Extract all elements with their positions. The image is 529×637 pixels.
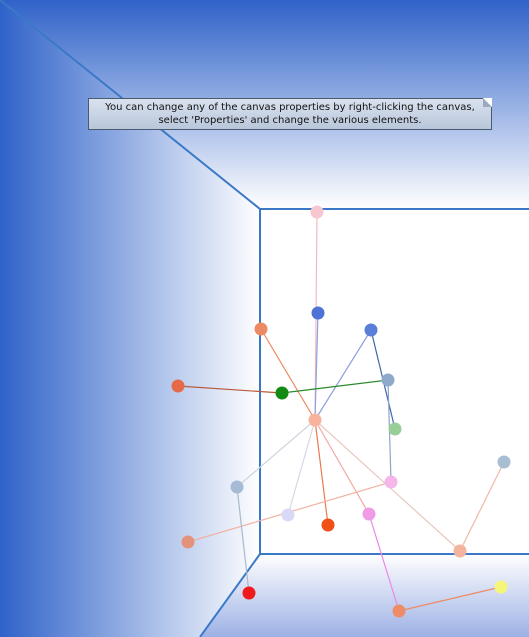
node-n-magenta-light[interactable]: [362, 507, 376, 521]
node-n-orange-2[interactable]: [321, 518, 335, 532]
edge-n-orange-1-n-hub-salmon: [260, 328, 316, 421]
node-n-lavender[interactable]: [281, 508, 295, 522]
edge-n-hub-salmon-n-steel: [236, 419, 316, 488]
node-n-blue-1[interactable]: [311, 306, 325, 320]
node-n-blue-2[interactable]: [364, 323, 378, 337]
edge-n-magenta-light-n-coral: [368, 513, 400, 612]
node-n-peach[interactable]: [453, 544, 467, 558]
edge-n-steel-n-red: [236, 486, 250, 594]
node-n-grey-blue[interactable]: [381, 373, 395, 387]
edge-n-coral-n-yellow: [398, 586, 502, 612]
node-n-yellow[interactable]: [494, 580, 508, 594]
room-left-wall: [0, 0, 260, 637]
edge-n-hub-salmon-n-lavender: [287, 419, 316, 516]
callout-line-1: You can change any of the canvas propert…: [105, 102, 475, 113]
node-n-hub-salmon[interactable]: [308, 413, 322, 427]
node-n-pink-light[interactable]: [384, 475, 398, 489]
node-n-steel[interactable]: [230, 480, 244, 494]
room-back-wall: [260, 209, 529, 554]
edge-n-hub-salmon-n-magenta-light: [314, 419, 370, 515]
properties-callout: You can change any of the canvas propert…: [88, 98, 492, 130]
node-n-top-pink[interactable]: [310, 205, 324, 219]
edge-n-steel-2-n-peach: [459, 461, 505, 552]
edge-n-blue-2-n-hub-salmon: [314, 329, 372, 421]
node-n-red-orange[interactable]: [171, 379, 185, 393]
edge-n-green-n-grey-blue: [281, 379, 389, 394]
graph-nodes: [171, 205, 511, 618]
node-n-salmon-2[interactable]: [181, 535, 195, 549]
callout-line-2: select 'Properties' and change the vario…: [158, 115, 422, 126]
node-n-light-green[interactable]: [388, 422, 402, 436]
node-n-red[interactable]: [242, 586, 256, 600]
node-n-orange-1[interactable]: [254, 322, 268, 336]
node-n-coral[interactable]: [392, 604, 406, 618]
edge-n-red-orange-n-green: [177, 385, 283, 394]
room-floor: [200, 554, 529, 637]
room-edge-floor-left: [199, 553, 261, 637]
edge-n-hub-salmon-n-orange-2: [314, 419, 329, 526]
edge-n-blue-1-n-hub-salmon: [314, 312, 319, 421]
node-n-steel-2[interactable]: [497, 455, 511, 469]
node-n-green[interactable]: [275, 386, 289, 400]
